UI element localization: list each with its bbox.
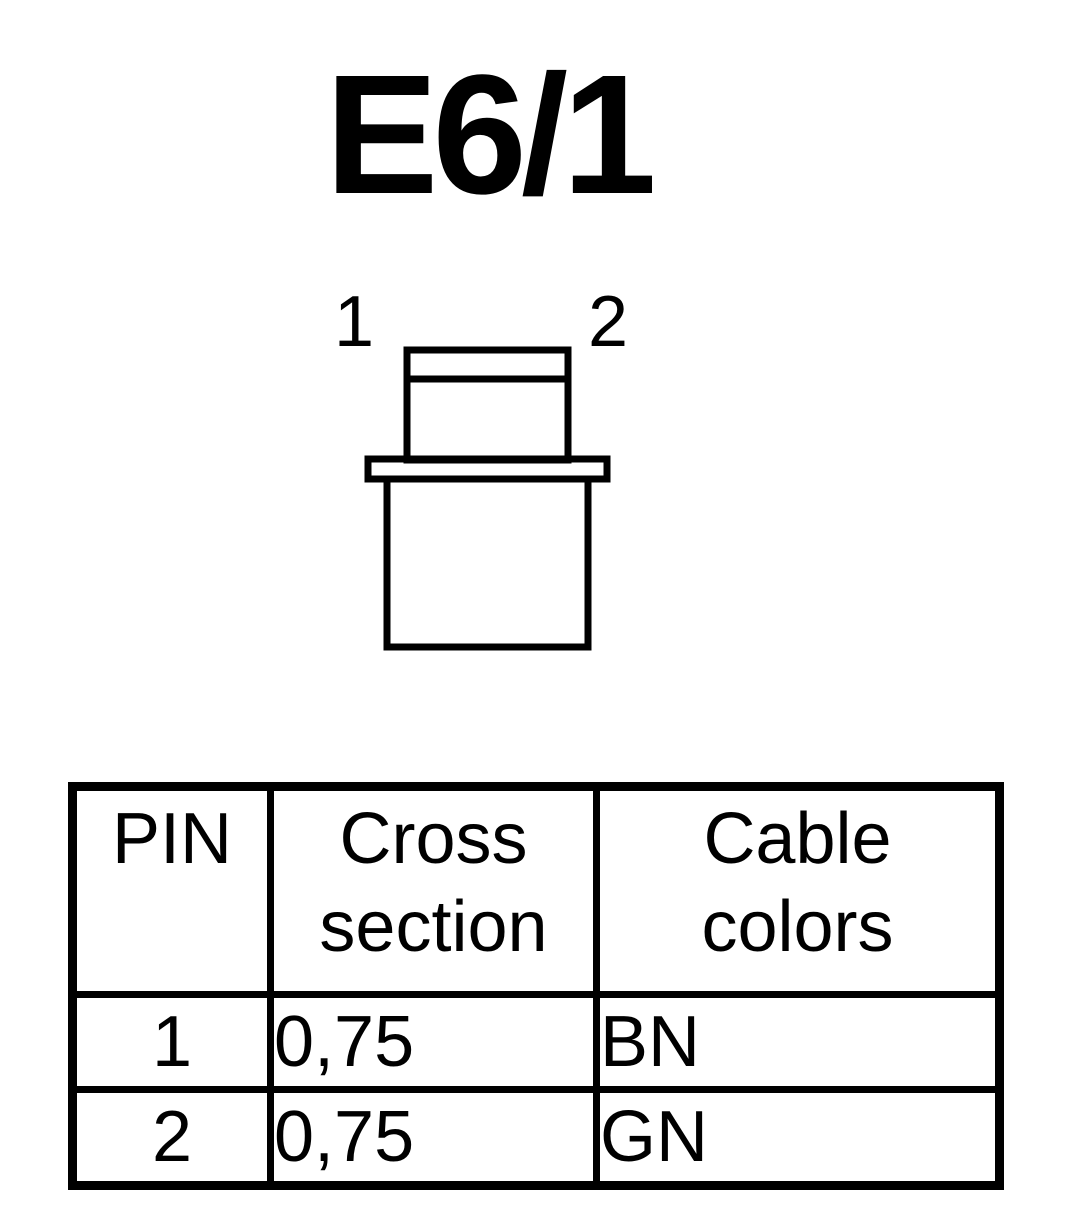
connector-plug-top <box>403 346 572 464</box>
table-header-row: PIN Cross section Cable colors <box>69 783 1003 998</box>
cross-section-value: 0,75 <box>267 1086 600 1189</box>
cable-color-value: GN <box>593 1086 1003 1189</box>
header-cable-colors: Cable colors <box>593 783 1003 998</box>
connector-body <box>383 475 592 651</box>
pin-label-1: 1 <box>334 282 375 362</box>
connector-title: E6/1 <box>325 40 657 230</box>
pin-label-2: 2 <box>588 282 629 362</box>
header-cross-section: Cross section <box>267 783 600 998</box>
pin-number: 1 <box>69 991 274 1093</box>
cross-section-value: 0,75 <box>267 991 600 1093</box>
cable-color-value: BN <box>593 991 1003 1093</box>
pin-number: 2 <box>69 1086 274 1189</box>
header-pin: PIN <box>69 783 274 998</box>
pin-table: PIN Cross section Cable colors 1 0,75 BN… <box>68 782 1004 1190</box>
table-row: 1 0,75 BN <box>69 991 1003 1093</box>
connector-drawing <box>364 346 611 651</box>
table-row: 2 0,75 GN <box>69 1086 1003 1189</box>
